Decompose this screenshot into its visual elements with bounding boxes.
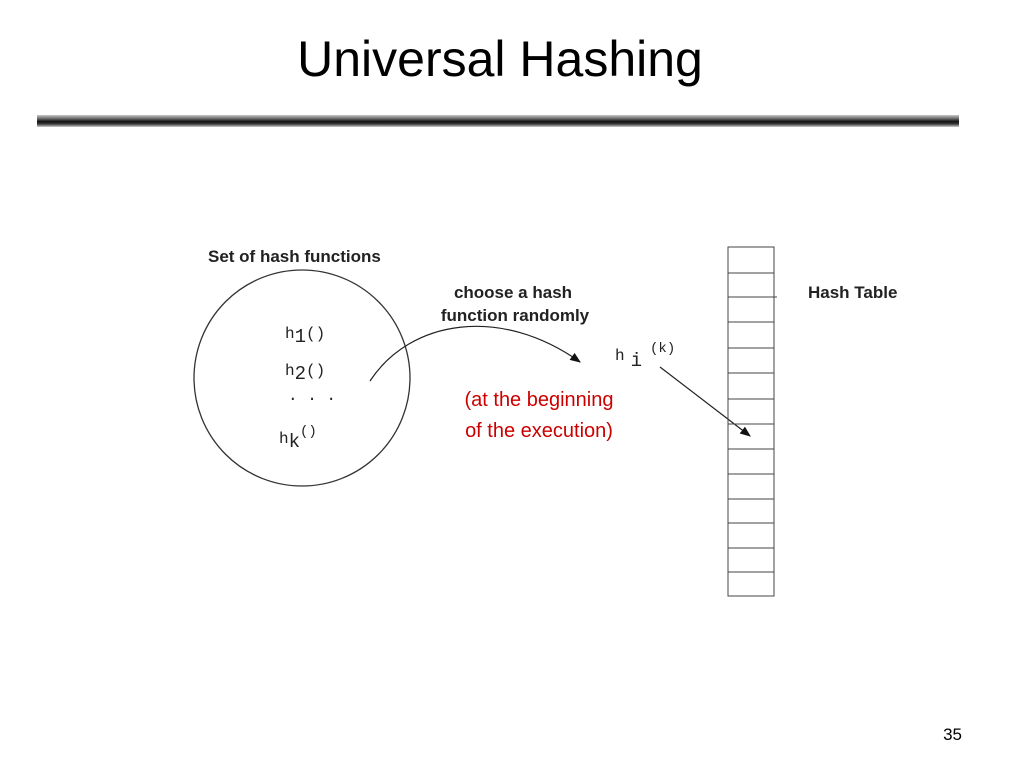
- hash-table-label: Hash Table: [808, 283, 897, 302]
- hash-function-ellipsis: . . .: [288, 387, 336, 405]
- title-divider: [37, 115, 959, 127]
- hash-function-set-circle: [193, 269, 411, 487]
- hash-function-h2: h2(): [285, 362, 325, 385]
- hash-to-slot-arrow: [659, 366, 751, 437]
- hash-function-h1: h1(): [285, 325, 325, 348]
- execution-note-line1: (at the beginning: [464, 389, 613, 411]
- choose-random-arrow: [369, 325, 581, 382]
- page-number: 35: [943, 725, 962, 744]
- choose-label-line2: function randomly: [441, 306, 590, 325]
- set-of-hash-functions-label: Set of hash functions: [208, 247, 381, 266]
- execution-note-line2: of the execution): [465, 420, 613, 442]
- hash-function-hk: hk(): [279, 424, 317, 453]
- choose-label-line1: choose a hash: [454, 283, 572, 302]
- slide-title: Universal Hashing: [297, 31, 703, 87]
- hash-table: [727, 246, 777, 597]
- hash-table-outline: [727, 246, 775, 597]
